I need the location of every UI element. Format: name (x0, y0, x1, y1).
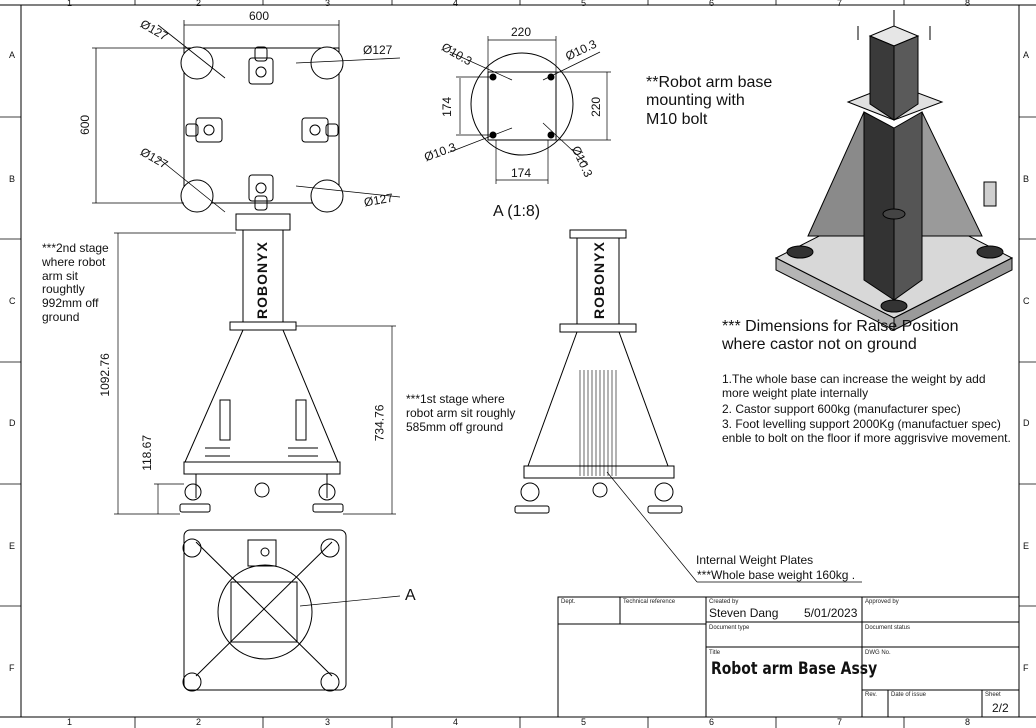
zone-col-3-bottom: 3 (325, 717, 331, 727)
zone-col-3: 3 (325, 0, 331, 8)
zone-col-1-bottom: 1 (67, 717, 73, 727)
plan-view (182, 529, 347, 692)
side-view (514, 229, 683, 514)
zone-row-a: A (9, 50, 16, 60)
detail-a-dim-left: 174 (440, 96, 455, 117)
plan-view-callout: A (405, 587, 416, 604)
front-view-dimensions (114, 232, 396, 515)
zone-row-f-right: F (1023, 663, 1029, 673)
note-dimensions-heading: *** Dimensions for Raise Position where … (722, 318, 959, 354)
note-base-weight: ***Whole base weight 160kg . (697, 568, 856, 582)
zone-col-7: 7 (837, 0, 843, 8)
zone-col-4-bottom: 4 (453, 717, 459, 727)
title-block-date-issue-label: Date of issue (891, 692, 927, 698)
title-block-sheet: 2/2 (992, 701, 1009, 715)
title-block-created-by-label: Created by (709, 599, 739, 605)
zone-row-d-right: D (1023, 418, 1030, 428)
zone-col-6-bottom: 6 (709, 717, 715, 727)
title-block-title-label: Title (709, 650, 721, 656)
zone-row-b: B (9, 174, 16, 184)
zone-row-c-right: C (1023, 296, 1030, 306)
title-block-created-by: Steven Dang (709, 606, 779, 620)
zone-col-2: 2 (196, 0, 202, 8)
detail-a-title: A (1:8) (493, 203, 541, 220)
detail-a-view (470, 52, 574, 156)
zone-col-8-bottom: 8 (965, 717, 971, 727)
zone-row-e-right: E (1023, 541, 1030, 551)
title-block-dept-label: Dept. (561, 599, 576, 605)
detail-a-dim-top: 220 (511, 25, 532, 39)
note-spec-1: 1.The whole base can increase the weight… (722, 372, 986, 400)
title-block (557, 596, 1020, 718)
note-first-stage: ***1st stage where robot arm sit roughly… (406, 392, 516, 434)
zone-row-b-right: B (1023, 174, 1030, 184)
top-view (180, 46, 344, 213)
zone-col-1: 1 (67, 0, 73, 8)
isometric-view (774, 10, 1014, 331)
front-view (179, 213, 344, 513)
top-view-height-dim: 600 (78, 114, 93, 135)
note-internal-plates: Internal Weight Plates (696, 553, 814, 567)
zone-col-5: 5 (581, 0, 587, 8)
title-block-doc-type-label: Document type (709, 625, 750, 631)
detail-a-dimensions (449, 36, 611, 184)
title-block-approved-by-label: Approved by (865, 599, 899, 605)
zone-col-8: 8 (965, 0, 971, 8)
note-second-stage: ***2nd stage where robot arm sit roughtl… (42, 241, 109, 324)
title-block-tech-ref-label: Technical reference (623, 599, 676, 605)
zone-row-a-right: A (1023, 50, 1030, 60)
note-spec-3: 3. Foot levelling support 2000Kg (manufa… (722, 417, 1011, 445)
title-block-created-date: 5/01/2023 (804, 606, 858, 620)
note-robot-arm-mount: **Robot arm base mounting with M10 bolt (646, 74, 773, 128)
front-dim-total: 1092.76 (97, 353, 112, 397)
zone-row-e: E (9, 541, 16, 551)
pillar-text-side: ROBONYX (590, 241, 607, 319)
front-dim-base: 118.67 (140, 434, 155, 471)
detail-a-dim-bottom: 174 (511, 166, 532, 180)
front-dim-raise: 734.76 (372, 404, 387, 442)
top-view-width-dim: 600 (249, 9, 270, 23)
zone-col-4: 4 (453, 0, 459, 8)
zone-col-2-bottom: 2 (196, 717, 202, 727)
note-spec-2: 2. Castor support 600kg (manufacturer sp… (722, 402, 961, 416)
top-view-dimensions (92, 20, 401, 213)
title-block-dwg-no-label: DWG No. (865, 650, 891, 656)
detail-a-dim-right: 220 (589, 96, 604, 117)
zone-col-7-bottom: 7 (837, 717, 843, 727)
zone-row-c: C (9, 296, 16, 306)
title-block-title: Robot arm Base Assy (711, 659, 878, 679)
title-block-rev-label: Rev. (865, 692, 877, 698)
pillar-text-front: ROBONYX (253, 241, 270, 319)
zone-col-6: 6 (709, 0, 715, 8)
leader-lines (299, 471, 862, 607)
zone-row-d: D (9, 418, 16, 428)
zone-col-5-bottom: 5 (581, 717, 587, 727)
weight-plates (579, 370, 617, 476)
top-view-hole-label-tr: Ø127 (363, 43, 393, 57)
title-block-doc-status-label: Document status (865, 625, 911, 631)
zone-row-f: F (9, 663, 15, 673)
title-block-sheet-label: Sheet (985, 692, 1001, 698)
